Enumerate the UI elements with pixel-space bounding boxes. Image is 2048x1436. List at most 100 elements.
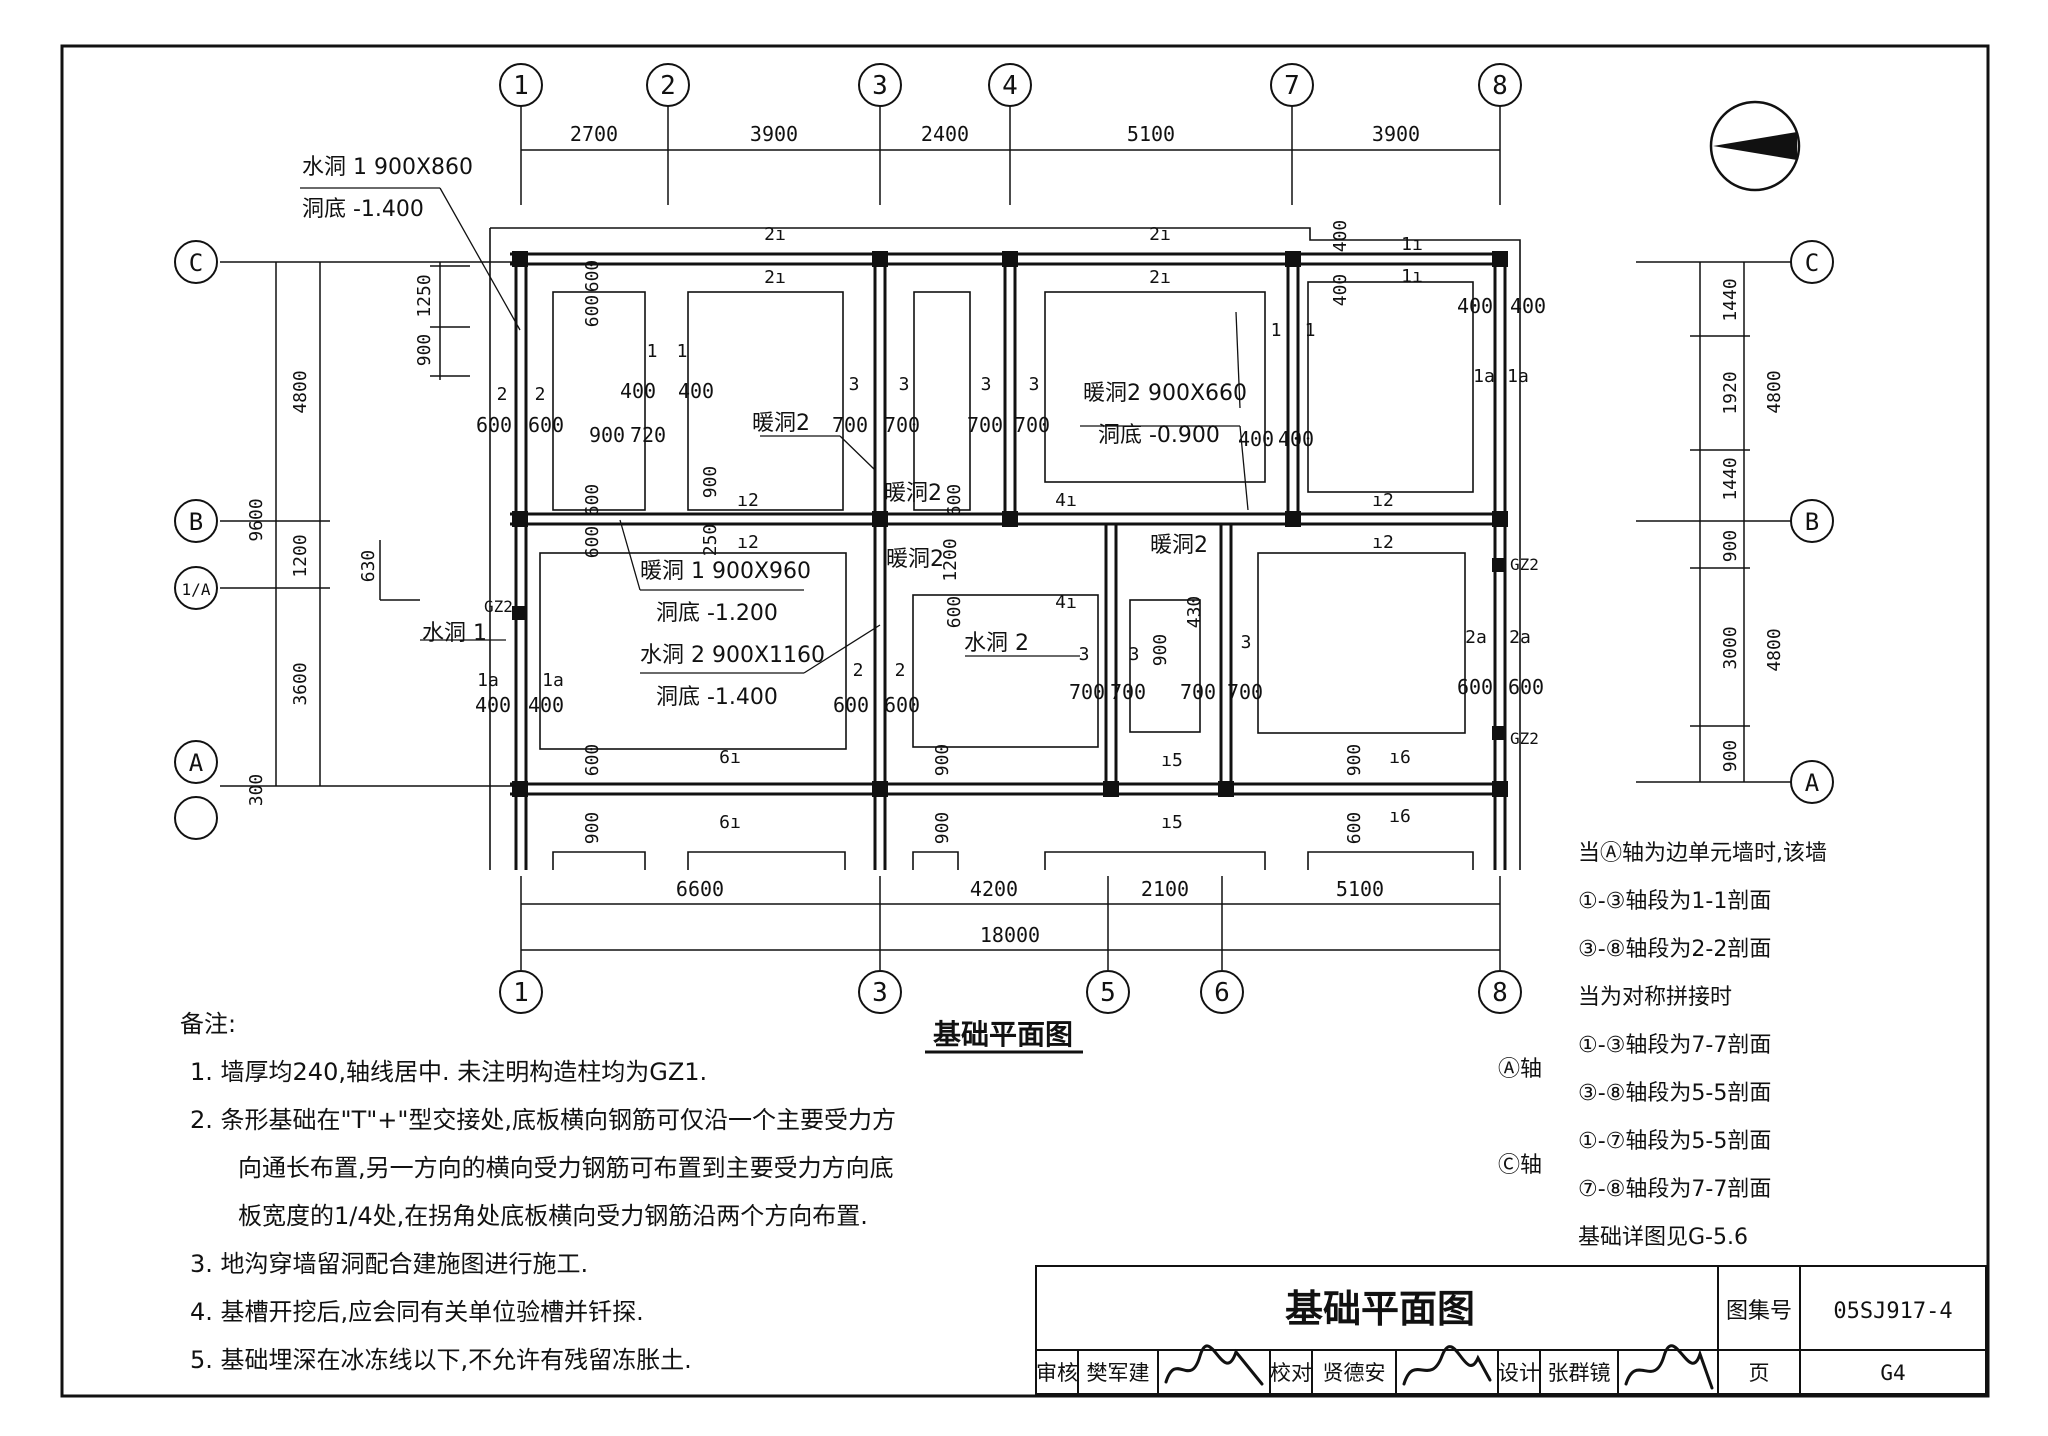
- mark-1a-d: 1a: [542, 670, 564, 691]
- axis-right-A: A: [1805, 769, 1820, 797]
- dim-v-600d: 600: [582, 526, 603, 559]
- dim-right-1440a: 1440: [1720, 278, 1741, 321]
- bottom-axis-bubbles: [499, 970, 1522, 1014]
- right-note-7: ①-⑦轴段为5-5剖面: [1578, 1129, 1772, 1154]
- dim-600-b: 600: [528, 413, 564, 437]
- notes-title: 备注:: [180, 1010, 237, 1038]
- dim-700-f: 700: [1110, 680, 1146, 704]
- dim-left-1250: 1250: [414, 274, 435, 317]
- dim-top-2700: 2700: [570, 122, 618, 146]
- axis-left-C: C: [189, 249, 203, 277]
- mark-3-e: 3: [1079, 644, 1090, 665]
- dim-v-900b: 900: [1150, 634, 1171, 667]
- note-2-cont-b: 板宽度的1/4处,在拐角处底板横向受力钢筋沿两个方向布置.: [238, 1202, 868, 1230]
- dim-left-4800: 4800: [290, 370, 311, 413]
- dim-v-1200: 1200: [940, 538, 961, 581]
- dim-600-e: 600: [1457, 675, 1493, 699]
- dim-v-600g: 600: [582, 744, 603, 777]
- dim-bottom-4200: 4200: [970, 877, 1018, 901]
- right-axis-lines: [1636, 261, 1792, 783]
- mark-i6-b: ı6: [1389, 806, 1411, 827]
- dim-700-c: 700: [967, 413, 1003, 437]
- gz2-tag-b: GZ2: [1510, 729, 1539, 748]
- heat-hole-2-tag-a: 暖洞2: [752, 411, 810, 436]
- dim-left-630: 630: [358, 550, 379, 583]
- dim-700-a: 700: [832, 413, 868, 437]
- dim-v-400b: 400: [1330, 274, 1351, 307]
- axis-top-2: 2: [660, 71, 676, 101]
- mark-2a-b: 2a: [1509, 627, 1531, 648]
- mark-1-b: 1: [677, 341, 688, 362]
- dim-v-400a: 400: [1330, 220, 1351, 253]
- heat-hole-2-bottom: 洞底 -0.900: [1098, 423, 1220, 448]
- heat-hole-2-tag-d: 暖洞2: [1150, 533, 1208, 558]
- atlas-label: 图集号: [1726, 1299, 1792, 1324]
- dim-600-f: 600: [1508, 675, 1544, 699]
- heat-hole-2-tag-c: 暖洞2: [886, 547, 944, 572]
- mark-2-a: 2: [497, 384, 508, 405]
- dim-bottom-6600: 6600: [676, 877, 724, 901]
- mark-3-c: 3: [981, 374, 992, 395]
- right-note-9: 基础详图见G-5.6: [1578, 1225, 1748, 1250]
- dim-v-900e: 900: [932, 812, 953, 845]
- heat-hole-2-tag-b: 暖洞2: [884, 481, 942, 506]
- axis-bottom-3: 3: [872, 978, 888, 1008]
- dim-right-900a: 900: [1720, 530, 1741, 563]
- mark-i2-a: ı2: [737, 490, 759, 511]
- mark-2i-a: 2ı: [764, 224, 786, 245]
- note-1: 1. 墙厚均240,轴线居中. 未注明构造柱均为GZ1.: [190, 1058, 708, 1086]
- mark-3-b: 3: [899, 374, 910, 395]
- note-2-cont-a: 向通长布置,另一方向的横向受力钢筋可布置到主要受力方向底: [238, 1154, 894, 1182]
- dim-left-9600: 9600: [246, 498, 267, 541]
- sheet-frame: [60, 44, 1990, 1398]
- notes-block: 备注: 1. 墙厚均240,轴线居中. 未注明构造柱均为GZ1. 2. 条形基础…: [180, 1000, 1090, 1384]
- mark-2i-c: 2ı: [764, 267, 786, 288]
- dim-right-3000: 3000: [1720, 626, 1741, 669]
- page-label: 页: [1749, 1361, 1770, 1385]
- dim-600-c: 600: [833, 693, 869, 717]
- dim-400-c: 400: [1238, 427, 1274, 451]
- right-notes: 当Ⓐ轴为边单元墙时,该墙 ①-③轴段为1-1剖面 ③-⑧轴段为2-2剖面 当为对…: [1578, 830, 1827, 1262]
- mark-3-g: 3: [1241, 632, 1252, 653]
- mark-1a-a: 1a: [1473, 366, 1495, 387]
- dim-400-d: 400: [1278, 427, 1314, 451]
- axis-c-label: Ⓒ轴: [1498, 1153, 1542, 1178]
- dim-left-900: 900: [414, 334, 435, 367]
- gz2-tag-c: GZ2: [484, 597, 513, 616]
- dim-top-5100: 5100: [1127, 122, 1175, 146]
- page-number: G4: [1880, 1361, 1905, 1385]
- water-hole-2-tag: 水洞 2: [964, 631, 1029, 656]
- dim-900-a: 900: [589, 423, 625, 447]
- checker-signature: [1402, 1345, 1492, 1386]
- dim-700-b: 700: [884, 413, 920, 437]
- right-note-6: ③-⑧轴段为5-5剖面: [1578, 1081, 1772, 1106]
- dim-left-300: 300: [246, 774, 267, 807]
- note-2: 2. 条形基础在"T"+"型交接处,底板横向钢筋可仅沿一个主要受力方: [190, 1106, 897, 1134]
- columns: [512, 251, 1508, 797]
- dim-v-600c: 600: [582, 484, 603, 517]
- note-5: 5. 基础埋深在冰冻线以下,不允许有残留冻胀土.: [190, 1346, 692, 1374]
- leader-lines: [300, 187, 1249, 674]
- dim-v-900f: 900: [1344, 744, 1365, 777]
- note-4: 4. 基槽开挖后,应会同有关单位验槽并钎探.: [190, 1298, 644, 1326]
- dim-left-3600: 3600: [290, 662, 311, 705]
- dim-bottom-total: 18000: [980, 923, 1040, 947]
- mark-i5-a: ı5: [1161, 750, 1183, 771]
- bottom-axis-lines: [520, 876, 1501, 970]
- dim-v-900a: 900: [700, 466, 721, 499]
- atlas-number: 05SJ917-4: [1833, 1299, 1952, 1324]
- mark-1a-b: 1a: [1507, 366, 1529, 387]
- mark-2-c: 2: [853, 660, 864, 681]
- dim-top-3900b: 3900: [1372, 122, 1420, 146]
- axis-bottom-6: 6: [1214, 978, 1230, 1008]
- checker-name: 贤德安: [1323, 1361, 1386, 1385]
- dim-right-1440b: 1440: [1720, 457, 1741, 500]
- note-3: 3. 地沟穿墙留洞配合建施图进行施工.: [190, 1250, 589, 1278]
- mark-i5-b: ı5: [1161, 812, 1183, 833]
- mark-i2-c: ı2: [1372, 490, 1394, 511]
- plan-title: 基础平面图: [933, 1018, 1073, 1051]
- gz2-tag-a: GZ2: [1510, 555, 1539, 574]
- heat-hole-1-label: 暖洞 1 900X960: [640, 559, 811, 584]
- right-note-4: 当为对称拼接时: [1578, 985, 1733, 1010]
